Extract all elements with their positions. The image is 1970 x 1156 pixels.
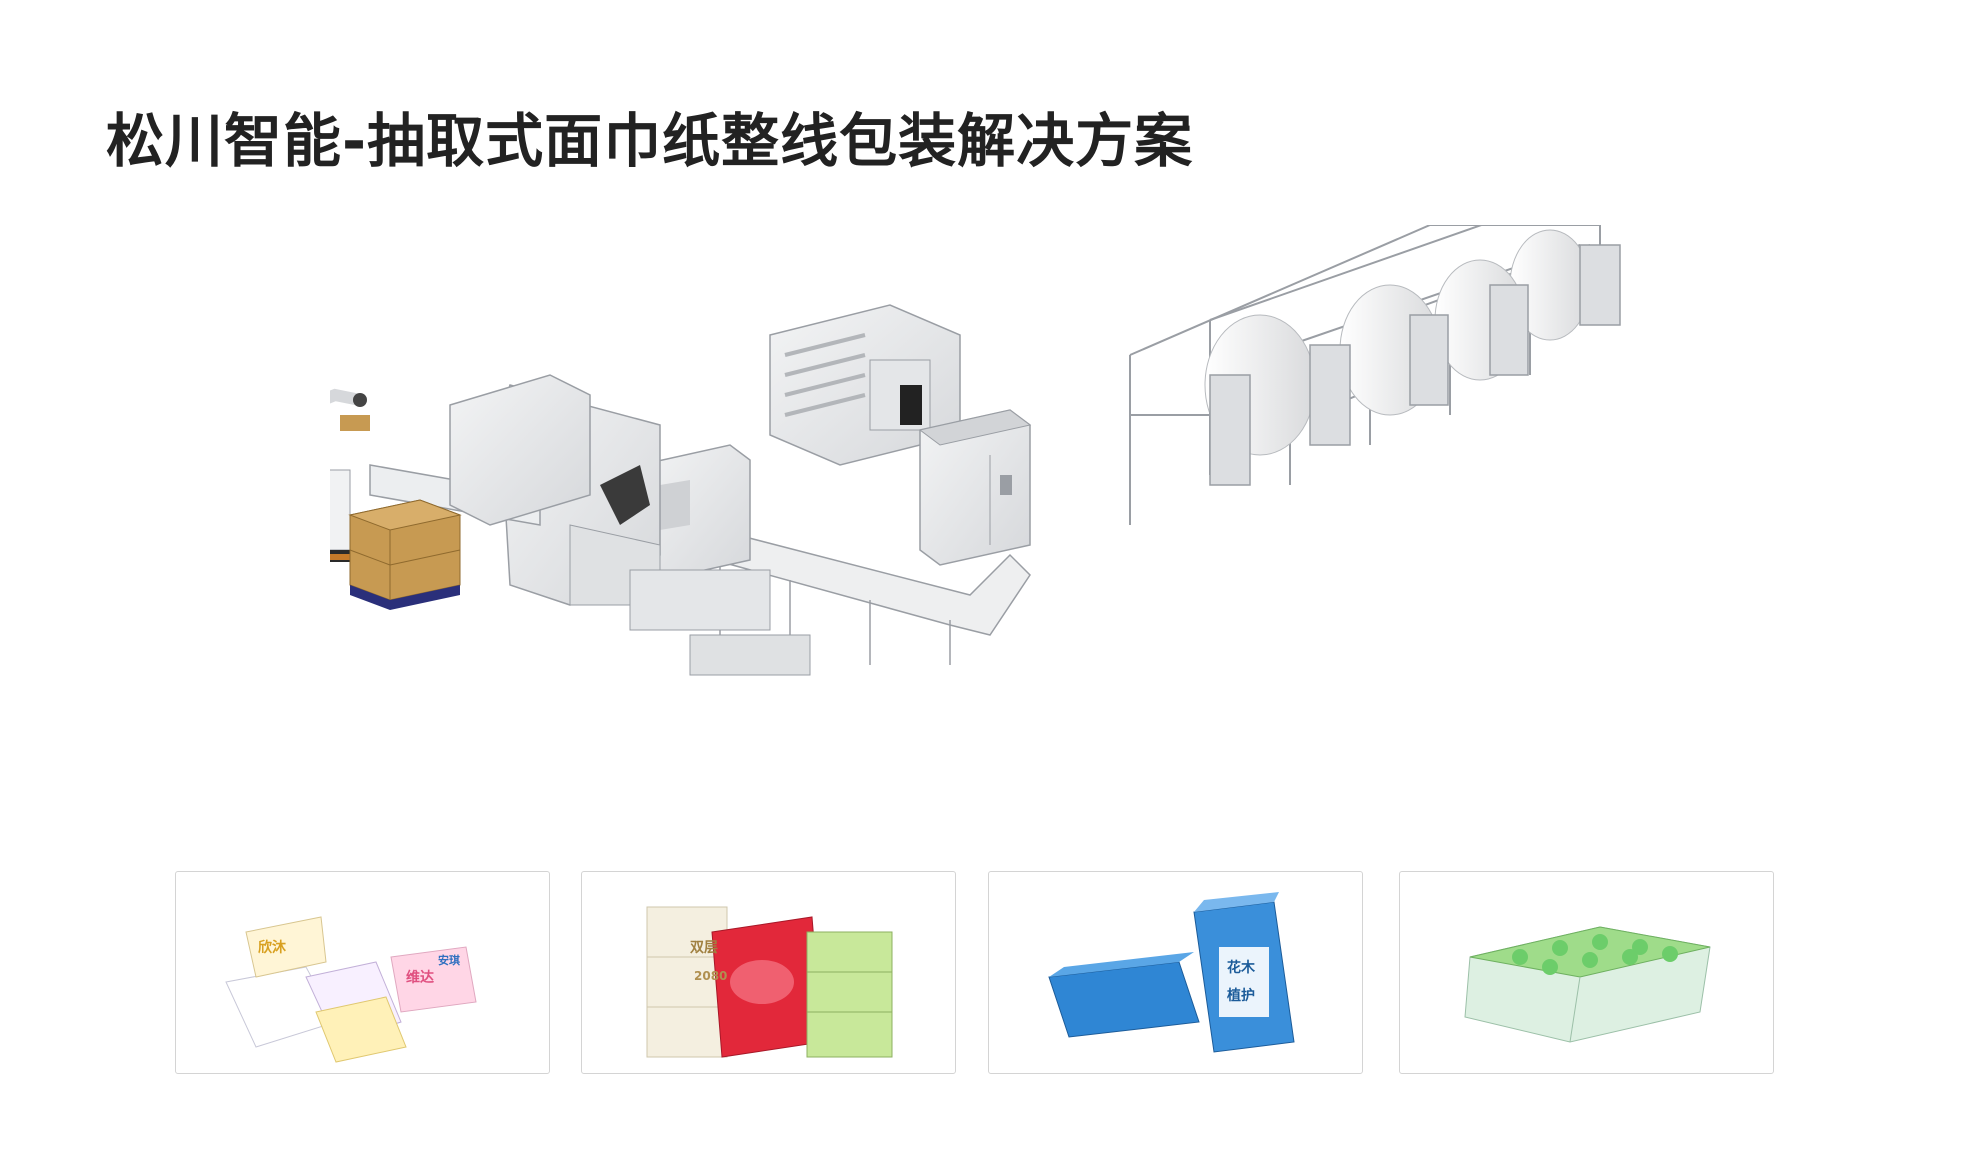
log-saw-icon <box>918 409 1032 566</box>
svg-text:维达: 维达 <box>406 969 434 986</box>
carton-erector-icon <box>369 374 591 526</box>
svg-text:花木: 花木 <box>1227 959 1256 976</box>
carton-stack-icon <box>348 499 462 610</box>
svg-text:2080: 2080 <box>694 969 727 983</box>
product-card-tissue-packs: 双层 2080 <box>581 871 956 1074</box>
tissue-packs-bundle-icon: 双层 2080 <box>646 906 893 1058</box>
product-card-soft-tissue: 欣沐 维达 安琪 <box>175 871 550 1074</box>
soft-tissue-boxes-icon: 欣沐 维达 安琪 <box>225 916 477 1063</box>
svg-text:安琪: 安琪 <box>438 953 460 967</box>
blue-tissue-bundle-icon: 花木 植护 <box>1048 892 1295 1053</box>
product-card-green-pack <box>1399 871 1774 1074</box>
folding-machine-icon <box>769 304 961 466</box>
svg-text:植护: 植护 <box>1226 987 1255 1004</box>
production-line-illustration <box>330 225 1621 676</box>
bundler-icon <box>639 444 751 581</box>
svg-text:欣沐: 欣沐 <box>258 939 287 956</box>
page-title: 松川智能-抽取式面巾纸整线包装解决方案 <box>106 107 1194 175</box>
svg-text:双层: 双层 <box>690 940 718 956</box>
paper-rolls <box>1204 229 1591 456</box>
green-shrink-wrapped-pack-icon <box>1464 926 1711 1043</box>
product-card-blue-tissue: 花木 植护 <box>988 871 1363 1074</box>
